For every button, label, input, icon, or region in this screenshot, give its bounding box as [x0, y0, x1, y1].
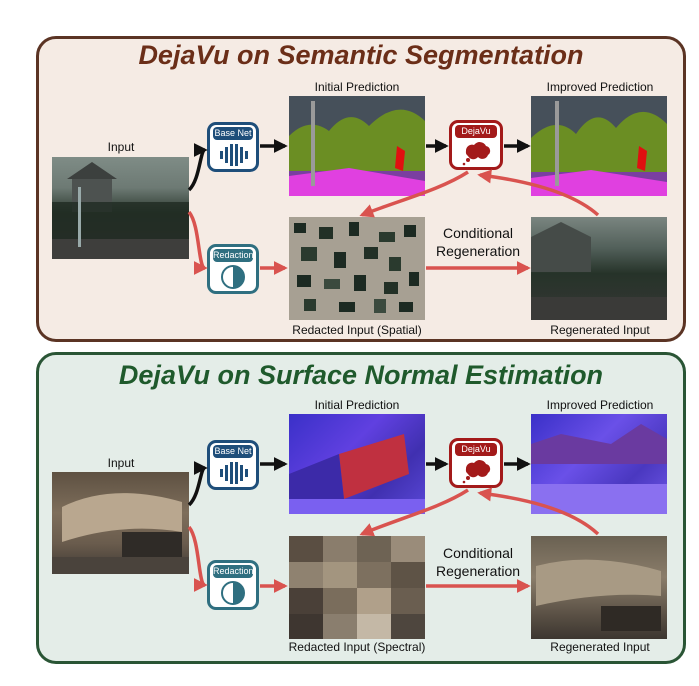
initial-segmentation-image: [289, 96, 425, 196]
top-improved-prediction-label: Improved Prediction: [546, 80, 654, 94]
redaction-label: Redaction: [213, 249, 254, 262]
base-net-box-bottom: Base Net: [207, 440, 259, 490]
dejavu-box-bottom: DejaVu: [449, 438, 503, 488]
base-net-box: Base Net: [207, 122, 259, 172]
thought-cloud-icon: [462, 460, 491, 484]
improved-normal-image: [531, 414, 667, 514]
arrow-input-to-basenet: [187, 143, 208, 192]
base-net-label-bottom: Base Net: [213, 445, 253, 458]
redacted-spectral-image: [289, 536, 425, 639]
redaction-box: Redaction: [207, 244, 259, 294]
top-redacted-input-label: Redacted Input (Spatial): [292, 323, 422, 337]
top-initial-prediction-label: Initial Prediction: [314, 80, 400, 94]
bottom-cond-line2: Regeneration: [435, 563, 521, 579]
bottom-regenerated-input-label: Regenerated Input: [550, 640, 650, 654]
arrow-dejavu-to-redacted: [359, 170, 469, 218]
initial-normal-image: [289, 414, 425, 514]
arrow-input-to-basenet-bottom: [187, 461, 208, 507]
redaction-label-bottom: Redaction: [213, 565, 254, 578]
redaction-box-bottom: Redaction: [207, 560, 259, 610]
bottom-input-label: Input: [107, 456, 135, 470]
dejavu-box: DejaVu: [449, 120, 503, 170]
bottom-conditional-regeneration-label: Conditional Regeneration: [428, 544, 528, 580]
top-input-label: Input: [107, 140, 135, 154]
surface-normal-title-wrap: DejaVu on Surface Normal Estimation: [36, 352, 686, 664]
redacted-spatial-image: [289, 217, 425, 320]
half-circle-icon: [221, 581, 245, 605]
top-cond-line2: Regeneration: [435, 243, 521, 259]
dejavu-label-bottom: DejaVu: [455, 443, 497, 456]
bottom-improved-prediction-label: Improved Prediction: [546, 398, 654, 412]
top-cond-line1: Conditional: [442, 225, 514, 241]
bottom-cond-line1: Conditional: [442, 545, 514, 561]
semantic-segmentation-title: DejaVu on Semantic Segmentation: [138, 40, 584, 70]
bars-icon: [220, 144, 248, 166]
surface-normal-title: DejaVu on Surface Normal Estimation: [118, 360, 604, 390]
thought-cloud-icon: [462, 142, 491, 166]
input-room-image: [52, 472, 189, 574]
bars-icon: [220, 462, 248, 484]
bottom-redacted-input-label: Redacted Input (Spectral): [288, 640, 426, 654]
top-regenerated-input-label: Regenerated Input: [550, 323, 650, 337]
dejavu-label: DejaVu: [455, 125, 497, 138]
base-net-label: Base Net: [213, 127, 253, 140]
arrow-input-to-redaction: [187, 210, 208, 275]
arrow-dejavu-to-redacted-bottom: [359, 488, 469, 537]
regenerated-street-image: [531, 217, 667, 320]
arrow-regenerated-to-dejavu-bottom: [477, 487, 600, 536]
half-circle-icon: [221, 265, 245, 289]
arrow-regenerated-to-dejavu: [477, 169, 600, 217]
top-conditional-regeneration-label: Conditional Regeneration: [428, 224, 528, 260]
semantic-segmentation-title-wrap: DejaVu on Semantic Segmentation: [36, 36, 686, 342]
bottom-initial-prediction-label: Initial Prediction: [314, 398, 400, 412]
arrow-input-to-redaction-bottom: [187, 525, 208, 592]
input-street-image: [52, 157, 189, 259]
regenerated-room-image: [531, 536, 667, 639]
